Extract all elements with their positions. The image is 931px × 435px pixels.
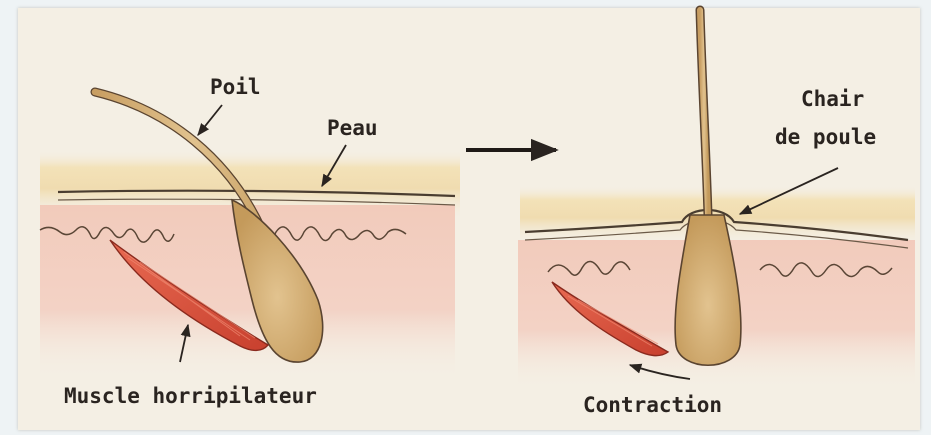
label-muscle-horripilateur: Muscle horripilateur (64, 384, 317, 408)
label-contraction: Contraction (583, 393, 722, 417)
label-peau: Peau (327, 116, 378, 140)
label-poil: Poil (210, 75, 261, 99)
label-chair: Chair (801, 87, 864, 111)
left-skin-section (40, 92, 460, 380)
right-hair-shaft (700, 10, 708, 215)
label-de-poule: de poule (775, 125, 876, 149)
right-skin-section (518, 10, 915, 390)
poil-pointer-arrow (198, 105, 222, 135)
